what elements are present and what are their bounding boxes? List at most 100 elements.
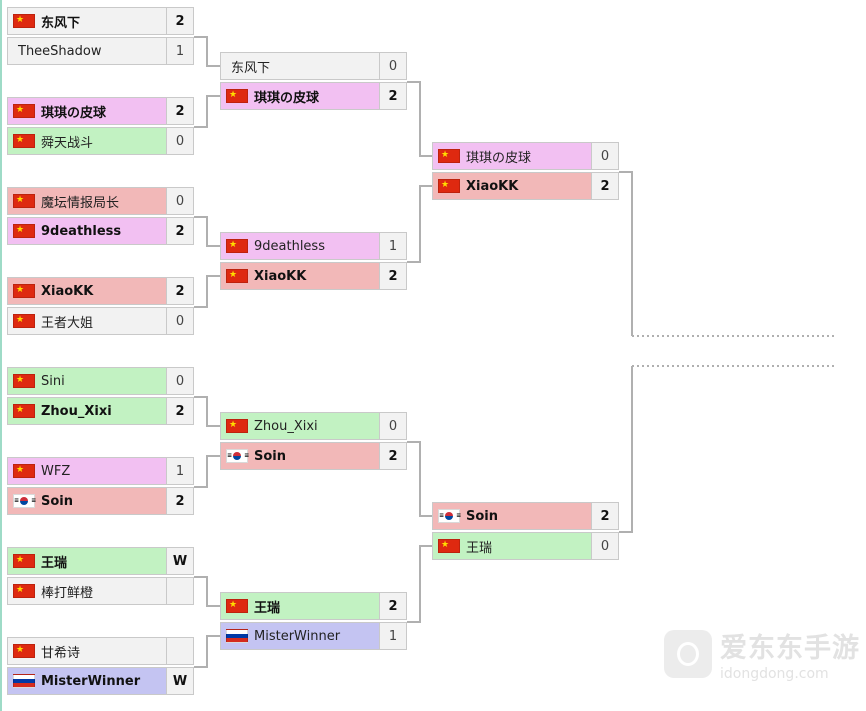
player-entry: Zhou_Xixi: [8, 398, 166, 424]
bracket-slot[interactable]: 东风下 0: [220, 52, 407, 80]
bracket-slot[interactable]: 东风下 2: [7, 7, 194, 35]
china-flag-icon: [13, 403, 35, 418]
player-entry: Zhou_Xixi: [221, 413, 379, 439]
player-entry: Soin: [221, 443, 379, 469]
korea-flag-icon: [226, 449, 248, 463]
player-entry: 9deathless: [221, 233, 379, 259]
bracket-slot[interactable]: 王瑞W: [7, 547, 194, 575]
player-name: Soin: [466, 508, 499, 524]
china-flag-icon: [226, 268, 248, 283]
china-flag-icon: [438, 148, 460, 163]
bracket-slot[interactable]: Zhou_Xixi 2: [7, 397, 194, 425]
china-flag-icon: [438, 178, 460, 193]
player-score: W: [166, 548, 193, 574]
player-name: MisterWinner: [41, 673, 141, 689]
china-flag-icon: [226, 238, 248, 253]
player-name: 东风下: [41, 15, 81, 31]
player-score: [166, 578, 193, 604]
player-name: 东风下: [231, 60, 271, 76]
player-name: Sini: [41, 373, 65, 389]
player-entry: XiaoKK: [433, 173, 591, 199]
russia-flag-icon: [226, 629, 248, 643]
player-score: [166, 638, 193, 664]
player-name: 琪琪の皮球: [41, 105, 107, 121]
player-name: Soin: [254, 448, 287, 464]
player-name: 琪琪の皮球: [466, 150, 532, 166]
player-entry: XiaoKK: [8, 278, 166, 304]
bracket-slot[interactable]: 魔坛情报局长 0: [7, 187, 194, 215]
russia-flag-icon: [13, 674, 35, 688]
player-name: 魔坛情报局长: [41, 195, 120, 211]
connector-line: [194, 95, 220, 128]
player-entry: 王瑞: [221, 593, 379, 619]
bracket-slot[interactable]: 王瑞0: [432, 532, 619, 560]
china-flag-icon: [13, 133, 35, 148]
player-score: 1: [379, 623, 406, 649]
player-score: 2: [379, 263, 406, 289]
player-score: 2: [166, 398, 193, 424]
bracket-slot[interactable]: 甘希诗: [7, 637, 194, 665]
player-score: 1: [166, 458, 193, 484]
player-score: 2: [166, 8, 193, 34]
china-flag-icon: [13, 463, 35, 478]
player-name: Zhou_Xixi: [41, 403, 112, 419]
china-flag-icon: [13, 553, 35, 568]
player-score: 1: [379, 233, 406, 259]
player-score: 0: [379, 413, 406, 439]
player-score: 1: [166, 38, 193, 64]
player-name: 王瑞: [254, 600, 281, 616]
connector-line: [407, 441, 432, 517]
china-flag-icon: [438, 538, 460, 553]
bracket-slot[interactable]: XiaoKK 2: [7, 277, 194, 305]
player-name: XiaoKK: [41, 283, 94, 299]
player-entry: Soin: [8, 488, 166, 514]
player-name: Soin: [41, 493, 74, 509]
player-score: 0: [591, 533, 618, 559]
player-score: 2: [379, 593, 406, 619]
player-score: 2: [379, 443, 406, 469]
bracket-slot[interactable]: 王瑞 2: [220, 592, 407, 620]
player-name: Zhou_Xixi: [254, 418, 318, 434]
player-name: 舜天战斗: [41, 135, 94, 151]
player-score: 0: [166, 188, 193, 214]
player-entry: WFZ: [8, 458, 166, 484]
bracket-slot[interactable]: Zhou_Xixi 0: [220, 412, 407, 440]
player-entry: 王瑞: [433, 533, 591, 559]
player-name: 9deathless: [254, 238, 325, 254]
bracket-slot[interactable]: 9deathless 1: [220, 232, 407, 260]
player-name: XiaoKK: [466, 178, 519, 194]
bracket-slot[interactable]: XiaoKK 2: [220, 262, 407, 290]
player-entry: MisterWinner: [221, 623, 379, 649]
bracket-slot[interactable]: 棒打鲜橙: [7, 577, 194, 605]
connector-line: [194, 275, 220, 308]
player-name: XiaoKK: [254, 268, 307, 284]
china-flag-icon: [226, 598, 248, 613]
player-entry: 舜天战斗: [8, 128, 166, 154]
player-entry: MisterWinner: [8, 668, 166, 694]
player-score: 2: [166, 278, 193, 304]
connector-line: [194, 36, 220, 67]
player-score: 0: [379, 53, 406, 79]
connector-line: [407, 185, 432, 263]
player-name: 琪琪の皮球: [254, 90, 320, 106]
player-name: WFZ: [41, 463, 71, 479]
player-entry: Sini: [8, 368, 166, 394]
player-entry: 琪琪の皮球: [221, 83, 379, 109]
player-entry: 魔坛情报局长: [8, 188, 166, 214]
bracket-slot[interactable]: Soin 2: [220, 442, 407, 470]
bracket-slot[interactable]: WFZ 1: [7, 457, 194, 485]
